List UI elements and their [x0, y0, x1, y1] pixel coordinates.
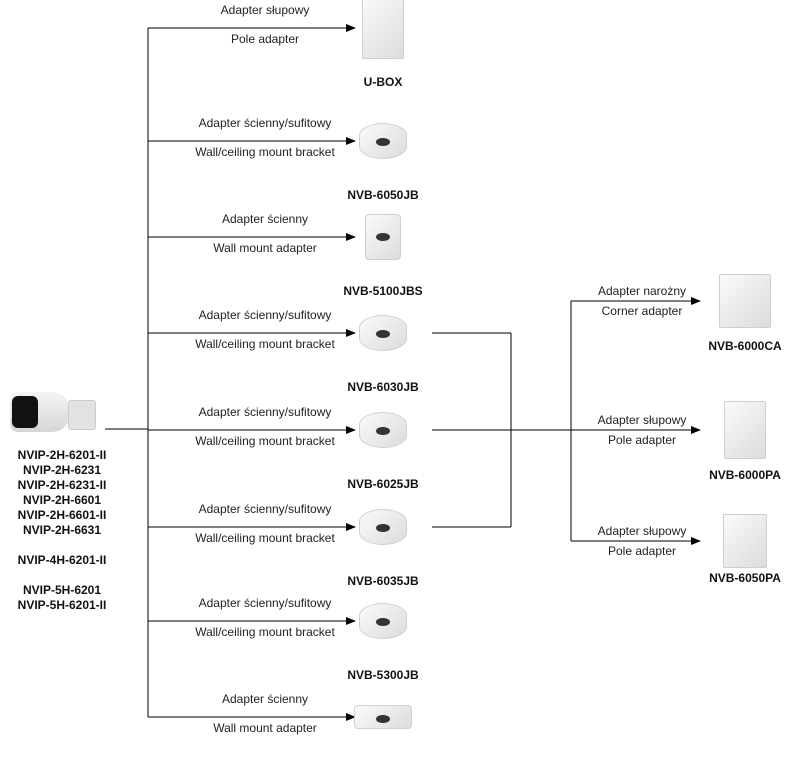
label-pl: Adapter ścienny/sufitowy	[198, 308, 332, 322]
junction-box-icon	[359, 123, 407, 159]
camera-model	[18, 538, 107, 553]
camera-model: NVIP-2H-6601-II	[17, 508, 107, 522]
label-en: Pole adapter	[607, 433, 677, 447]
label-en: Wall mount adapter	[213, 721, 317, 735]
junction-box-icon	[359, 509, 407, 545]
label-pl: Adapter słupowy	[597, 413, 687, 427]
product-name: U-BOX	[363, 75, 403, 89]
camera-model: NVIP-4H-6201-II	[17, 553, 107, 567]
camera-model: NVIP-2H-6601	[22, 493, 102, 507]
label-pl: Adapter narożny	[597, 284, 687, 298]
label-en: Pole adapter	[607, 544, 677, 558]
camera-model: NVIP-5H-6201-II	[17, 598, 107, 612]
product-name: NVB-6030JB	[347, 380, 419, 394]
label-en: Wall mount adapter	[213, 241, 317, 255]
bullet-camera-icon	[10, 392, 96, 434]
label-pl: Adapter ścienny/sufitowy	[198, 596, 332, 610]
label-en: Wall/ceiling mount bracket	[195, 625, 335, 639]
camera-model	[18, 568, 107, 583]
pole-plate-icon	[724, 401, 766, 459]
camera-model: NVIP-2H-6231-II	[17, 478, 107, 492]
label-pl: Adapter ścienny	[221, 692, 309, 706]
label-pl: Adapter słupowy	[220, 3, 310, 17]
label-en: Wall/ceiling mount bracket	[195, 531, 335, 545]
product-name: NVB-6000CA	[708, 339, 782, 353]
camera-model: NVIP-2H-6231	[22, 463, 102, 477]
label-en: Wall/ceiling mount bracket	[195, 145, 335, 159]
junction-box-icon	[359, 315, 407, 351]
label-pl: Adapter ścienny/sufitowy	[198, 502, 332, 516]
label-en: Wall/ceiling mount bracket	[195, 434, 335, 448]
product-name: NVB-5300JB	[347, 668, 419, 682]
label-en: Pole adapter	[230, 32, 300, 46]
label-pl: Adapter ścienny	[221, 212, 309, 226]
pole-adapter-icon	[362, 0, 404, 59]
product-name: NVB-6050JB	[347, 188, 419, 202]
product-name: NVB-6025JB	[347, 477, 419, 491]
camera-model: NVIP-2H-6201-II	[17, 448, 107, 462]
product-name: NVB-6050PA	[709, 571, 781, 585]
label-pl: Adapter słupowy	[597, 524, 687, 538]
corner-adapter-icon	[719, 274, 771, 328]
camera-model: NVIP-5H-6201	[22, 583, 102, 597]
label-en: Wall/ceiling mount bracket	[195, 337, 335, 351]
camera-model: NVIP-2H-6631	[22, 523, 102, 537]
junction-box-icon	[359, 412, 407, 448]
product-name: NVB-6035JB	[347, 574, 419, 588]
wall-mount-icon	[354, 705, 412, 729]
wall-box-icon	[365, 214, 401, 260]
pole-plate-clamp-icon	[723, 514, 767, 568]
product-name: NVB-6000PA	[709, 468, 781, 482]
junction-box-icon	[359, 603, 407, 639]
label-en: Corner adapter	[601, 304, 683, 318]
product-name: NVB-5100JBS	[343, 284, 423, 298]
label-pl: Adapter ścienny/sufitowy	[198, 116, 332, 130]
label-pl: Adapter ścienny/sufitowy	[198, 405, 332, 419]
